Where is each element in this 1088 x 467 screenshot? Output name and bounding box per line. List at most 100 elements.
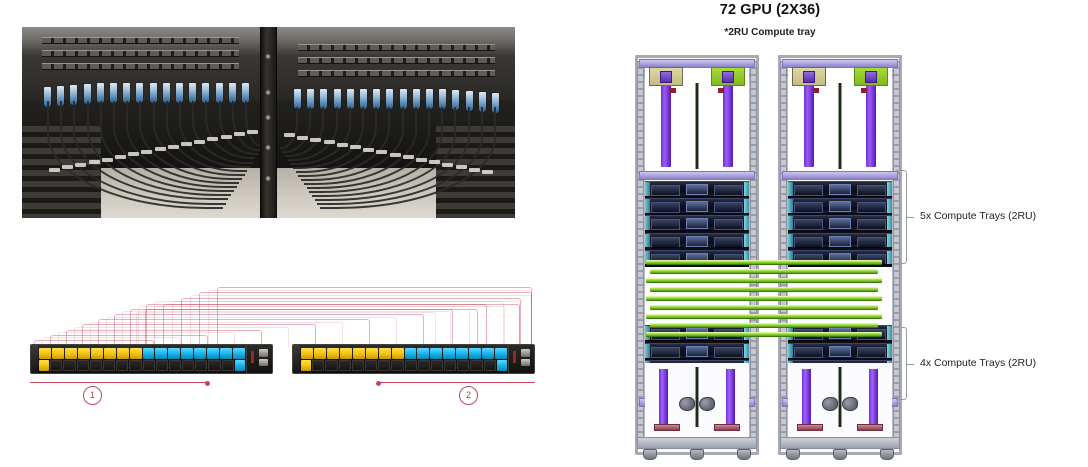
compute-tray[interactable] bbox=[645, 181, 749, 197]
switch-2-bottom-port-8[interactable] bbox=[391, 359, 404, 371]
compute-tray-stack-upper[interactable] bbox=[645, 181, 749, 267]
switch-1-top-port-14[interactable] bbox=[207, 347, 220, 359]
switch-2-bottom-port-14[interactable] bbox=[470, 359, 483, 371]
switch-2-top-port-12[interactable] bbox=[443, 347, 456, 359]
switch-2-bottom-port-7[interactable] bbox=[378, 359, 391, 371]
switch-1-bottom-port-3[interactable] bbox=[63, 359, 76, 371]
compute-tray[interactable] bbox=[645, 325, 749, 341]
switch-2-top-port-13[interactable] bbox=[456, 347, 469, 359]
switch-2-bottom-port-11[interactable] bbox=[430, 359, 444, 371]
switch-1-bottom-port-7[interactable] bbox=[116, 359, 129, 371]
compute-tray[interactable] bbox=[788, 325, 892, 341]
switch-1-top-port-7[interactable] bbox=[116, 347, 129, 359]
switch-2-bottom-port-2[interactable] bbox=[312, 359, 325, 371]
switch-2-top-port-8[interactable] bbox=[391, 347, 404, 359]
switch-2-bottom-port-4[interactable] bbox=[338, 359, 351, 371]
compute-tray[interactable] bbox=[788, 342, 892, 359]
switch-2-top-port-5[interactable] bbox=[352, 347, 365, 359]
switch-1-top-port-1[interactable] bbox=[39, 347, 51, 359]
switch-1-top-port-5[interactable] bbox=[90, 347, 103, 359]
switch-2-top-port-2[interactable] bbox=[313, 347, 326, 359]
switch-1-bottom-port-15[interactable] bbox=[221, 359, 234, 371]
switch-1-bottom-port-12[interactable] bbox=[182, 359, 195, 371]
switch-2-bottom-port-5[interactable] bbox=[351, 359, 364, 371]
switch-1-bottom-port-9[interactable] bbox=[142, 359, 155, 371]
switch-2-top-port-16[interactable] bbox=[495, 347, 507, 359]
switch-1-bottom-port-1[interactable] bbox=[39, 359, 50, 371]
switch-1-bottom-port-13[interactable] bbox=[195, 359, 208, 371]
switch-2-bottom-port-16[interactable] bbox=[496, 359, 507, 371]
switch-1-top-port-13[interactable] bbox=[194, 347, 207, 359]
switch-2-top-port-1[interactable] bbox=[301, 347, 313, 359]
switch-2-bottom-port-12[interactable] bbox=[444, 359, 457, 371]
transceiver-left-8 bbox=[136, 83, 144, 103]
compute-tray[interactable] bbox=[788, 181, 892, 197]
switch-2-bottom-port-6[interactable] bbox=[364, 359, 378, 371]
cable-route-12 bbox=[122, 311, 451, 348]
switch-2-top-port-6[interactable] bbox=[365, 347, 378, 359]
switch-1-top-port-10[interactable] bbox=[155, 347, 168, 359]
compute-tray[interactable] bbox=[645, 198, 749, 214]
switch-1-bottom-port-11[interactable] bbox=[168, 359, 182, 371]
switch-2-bottom-port-15[interactable] bbox=[483, 359, 496, 371]
switch-1[interactable] bbox=[30, 344, 273, 374]
rj45-port-icon[interactable] bbox=[521, 359, 530, 366]
compute-tray[interactable] bbox=[788, 215, 892, 232]
switch-1-bottom-port-16[interactable] bbox=[234, 359, 245, 371]
compute-tray[interactable] bbox=[645, 232, 749, 249]
switch-2-bottom-port-10[interactable] bbox=[417, 359, 430, 371]
switch-1-bottom-port-8[interactable] bbox=[129, 359, 142, 371]
switch-2-top-port-row[interactable] bbox=[301, 347, 507, 359]
switch-1-bottom-port-10[interactable] bbox=[155, 359, 168, 371]
switch-1-bottom-port-4[interactable] bbox=[76, 359, 89, 371]
switch-1-top-port-9[interactable] bbox=[142, 347, 155, 359]
compute-tray-stack-upper[interactable] bbox=[788, 181, 892, 267]
switch-1-top-port-row[interactable] bbox=[39, 347, 245, 359]
cable-label-tag bbox=[233, 132, 245, 137]
compute-tray[interactable] bbox=[788, 249, 892, 266]
switch-1-bottom-port-14[interactable] bbox=[208, 359, 221, 371]
switch-2-bottom-port-13[interactable] bbox=[457, 359, 470, 371]
compute-tray[interactable] bbox=[788, 198, 892, 214]
switch-1-top-port-4[interactable] bbox=[77, 347, 90, 359]
caster-wheel bbox=[737, 449, 751, 460]
switch-1-bottom-port-6[interactable] bbox=[102, 359, 116, 371]
switch-1-top-port-16[interactable] bbox=[233, 347, 245, 359]
switch-2-bottom-port-row[interactable] bbox=[301, 359, 507, 371]
switch-2-top-port-7[interactable] bbox=[378, 347, 391, 359]
tray-gpu-module bbox=[828, 218, 852, 230]
pump-pad bbox=[857, 424, 883, 431]
rack-left[interactable] bbox=[635, 55, 759, 460]
rack-right[interactable] bbox=[778, 55, 902, 460]
switch-2-top-port-11[interactable] bbox=[430, 347, 443, 359]
switch-1-top-port-11[interactable] bbox=[168, 347, 181, 359]
switch-1-top-port-12[interactable] bbox=[181, 347, 194, 359]
rj45-port-icon[interactable] bbox=[521, 349, 530, 357]
compute-tray[interactable] bbox=[788, 232, 892, 249]
rj45-port-icon[interactable] bbox=[259, 359, 268, 366]
compute-tray[interactable] bbox=[645, 342, 749, 359]
switch-1-top-port-8[interactable] bbox=[129, 347, 142, 359]
switch-1-bottom-port-2[interactable] bbox=[50, 359, 63, 371]
switch-1-bottom-port-row[interactable] bbox=[39, 359, 245, 371]
switch-2-top-port-9[interactable] bbox=[404, 347, 417, 359]
switch-1-top-port-2[interactable] bbox=[51, 347, 64, 359]
switch-2-bottom-port-3[interactable] bbox=[325, 359, 338, 371]
switch-1-top-port-15[interactable] bbox=[220, 347, 233, 359]
switch-2-top-port-3[interactable] bbox=[326, 347, 339, 359]
transceiver-left-15 bbox=[228, 83, 236, 103]
switch-2-top-port-4[interactable] bbox=[339, 347, 352, 359]
switch-2-top-port-10[interactable] bbox=[417, 347, 430, 359]
switch-1-top-port-6[interactable] bbox=[103, 347, 116, 359]
switch-1-bottom-port-5[interactable] bbox=[89, 359, 102, 371]
switch-2-bottom-port-9[interactable] bbox=[404, 359, 417, 371]
switch-2-top-port-15[interactable] bbox=[482, 347, 495, 359]
switch-2-top-port-14[interactable] bbox=[469, 347, 482, 359]
switch-2[interactable] bbox=[292, 344, 535, 374]
switch-1-top-port-3[interactable] bbox=[64, 347, 77, 359]
switch-2-bottom-port-1[interactable] bbox=[301, 359, 312, 371]
rj45-port-icon[interactable] bbox=[259, 349, 268, 357]
compute-tray[interactable] bbox=[645, 215, 749, 232]
compute-tray[interactable] bbox=[645, 249, 749, 266]
vent-grille bbox=[41, 50, 239, 57]
